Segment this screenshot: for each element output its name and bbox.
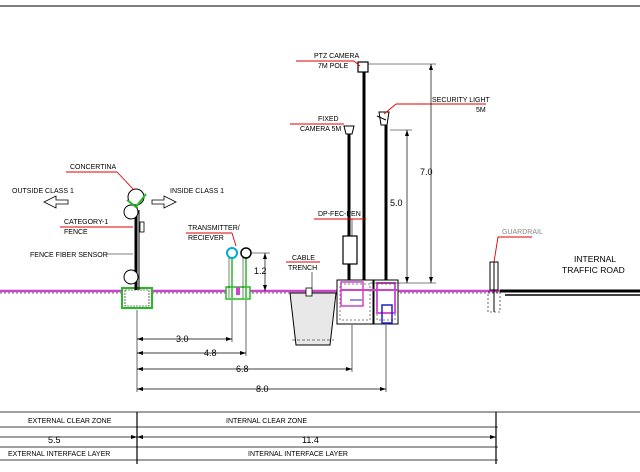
dim-1-2: 1.2	[254, 266, 267, 276]
dim-8-0: 8.0	[256, 384, 269, 394]
traffic-road-label: TRAFFIC ROAD	[562, 265, 625, 275]
internal-clear-zone-label: INTERNAL CLEAR ZONE	[226, 418, 307, 425]
guardrail	[487, 261, 501, 313]
inside-class-label: INSIDE CLASS 1	[170, 188, 224, 195]
dim-3-0: 3.0	[176, 334, 189, 344]
category-fence-label-2: FENCE	[64, 229, 88, 236]
concertina-coil-mid	[123, 204, 139, 220]
dim-6-8: 6.8	[236, 364, 249, 374]
ptz-camera	[357, 61, 369, 73]
poles-group	[336, 61, 399, 325]
category-fence-label-1: CATEGORY-1	[64, 219, 108, 226]
fence-assembly	[121, 188, 153, 309]
security-light-height-label: 5M	[476, 107, 486, 114]
trench-label: TRENCH	[288, 265, 317, 272]
dp-fec-cabinet	[342, 235, 358, 265]
dim-11-4: 11.4	[302, 435, 319, 445]
dim-7-0: 7.0	[420, 167, 433, 177]
receiver-label: RECIEVER	[188, 235, 224, 242]
outside-class-label: OUTSIDE CLASS 1	[12, 188, 74, 195]
dim-4-8: 4.8	[204, 348, 217, 358]
cable-trench	[289, 287, 337, 346]
fence-fiber-sensor-label: FENCE FIBER SENSOR	[30, 252, 108, 259]
fixed-camera-label: CAMERA 5M	[300, 126, 341, 133]
cable-label: CABLE	[292, 255, 315, 262]
pole-foundation-right	[373, 279, 399, 325]
fence-footing	[121, 287, 153, 309]
external-clear-zone-label: EXTERNAL CLEAR ZONE	[28, 418, 112, 425]
zone-bars	[0, 411, 640, 464]
internal-label: INTERNAL	[574, 254, 616, 264]
concertina-label: CONCERTINA	[70, 164, 116, 171]
pole-foundation-left	[336, 279, 374, 325]
concertina-coil-bottom	[123, 269, 139, 285]
dim-5-5: 5.5	[48, 435, 61, 445]
fixed-label: FIXED	[318, 116, 339, 123]
transmitter-head	[226, 247, 238, 259]
receiver-head	[240, 247, 252, 259]
security-light-label: SECURITY LIGHT	[432, 97, 491, 104]
guardrail-label: GUARDRAIL	[502, 229, 543, 236]
dp-fec-label: DP-FEC-PEN	[318, 211, 361, 218]
horizontal-dimensions	[136, 300, 387, 392]
ptz-camera-label: PTZ CAMERA	[314, 53, 359, 60]
dim-5-0: 5.0	[390, 198, 403, 208]
external-interface-layer-label: EXTERNAL INTERFACE LAYER	[8, 451, 110, 458]
ptz-pole-label: 7M POLE	[318, 63, 349, 70]
transmitter-receiver	[225, 247, 252, 300]
internal-interface-layer-label: INTERNAL INTERFACE LAYER	[248, 451, 348, 458]
transmitter-label: TRANSMITTER/	[188, 225, 240, 232]
outside-arrow	[43, 195, 69, 209]
inside-arrow	[151, 195, 177, 209]
